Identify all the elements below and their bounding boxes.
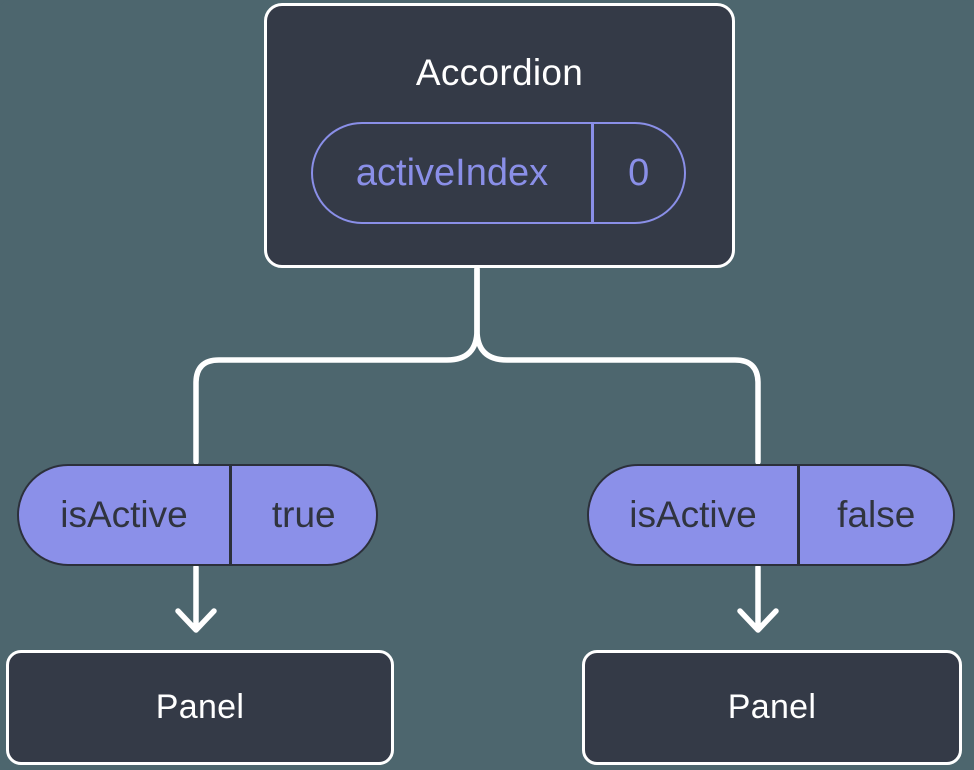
branch-right-connector (474, 266, 761, 465)
state-pill-value: 0 (628, 151, 650, 194)
prop-pill-left-divider (229, 466, 232, 564)
prop-pill-right-divider (797, 466, 800, 564)
accordion-node-title: Accordion (415, 52, 584, 93)
panel-node-right-title: Panel (727, 688, 817, 726)
prop-pill-left-value: true (271, 494, 336, 535)
state-pill: activeIndex 0 (311, 122, 686, 224)
state-pill-divider (591, 124, 594, 222)
prop-pill-right: isActive false (587, 464, 955, 566)
branch-left-connector (193, 266, 480, 465)
panel-node-left-title: Panel (155, 688, 245, 726)
panel-node-right: Panel (582, 650, 962, 765)
panel-node-left: Panel (6, 650, 394, 765)
prop-pill-left-name: isActive (60, 494, 188, 535)
prop-pill-right-name: isActive (629, 494, 757, 535)
prop-pill-left: isActive true (17, 464, 378, 566)
arrow-down-right-icon (737, 564, 779, 633)
prop-pill-right-value: false (837, 494, 916, 535)
accordion-node: Accordion activeIndex 0 (264, 3, 735, 268)
arrow-down-left-icon (175, 564, 217, 633)
state-pill-name: activeIndex (355, 151, 549, 194)
